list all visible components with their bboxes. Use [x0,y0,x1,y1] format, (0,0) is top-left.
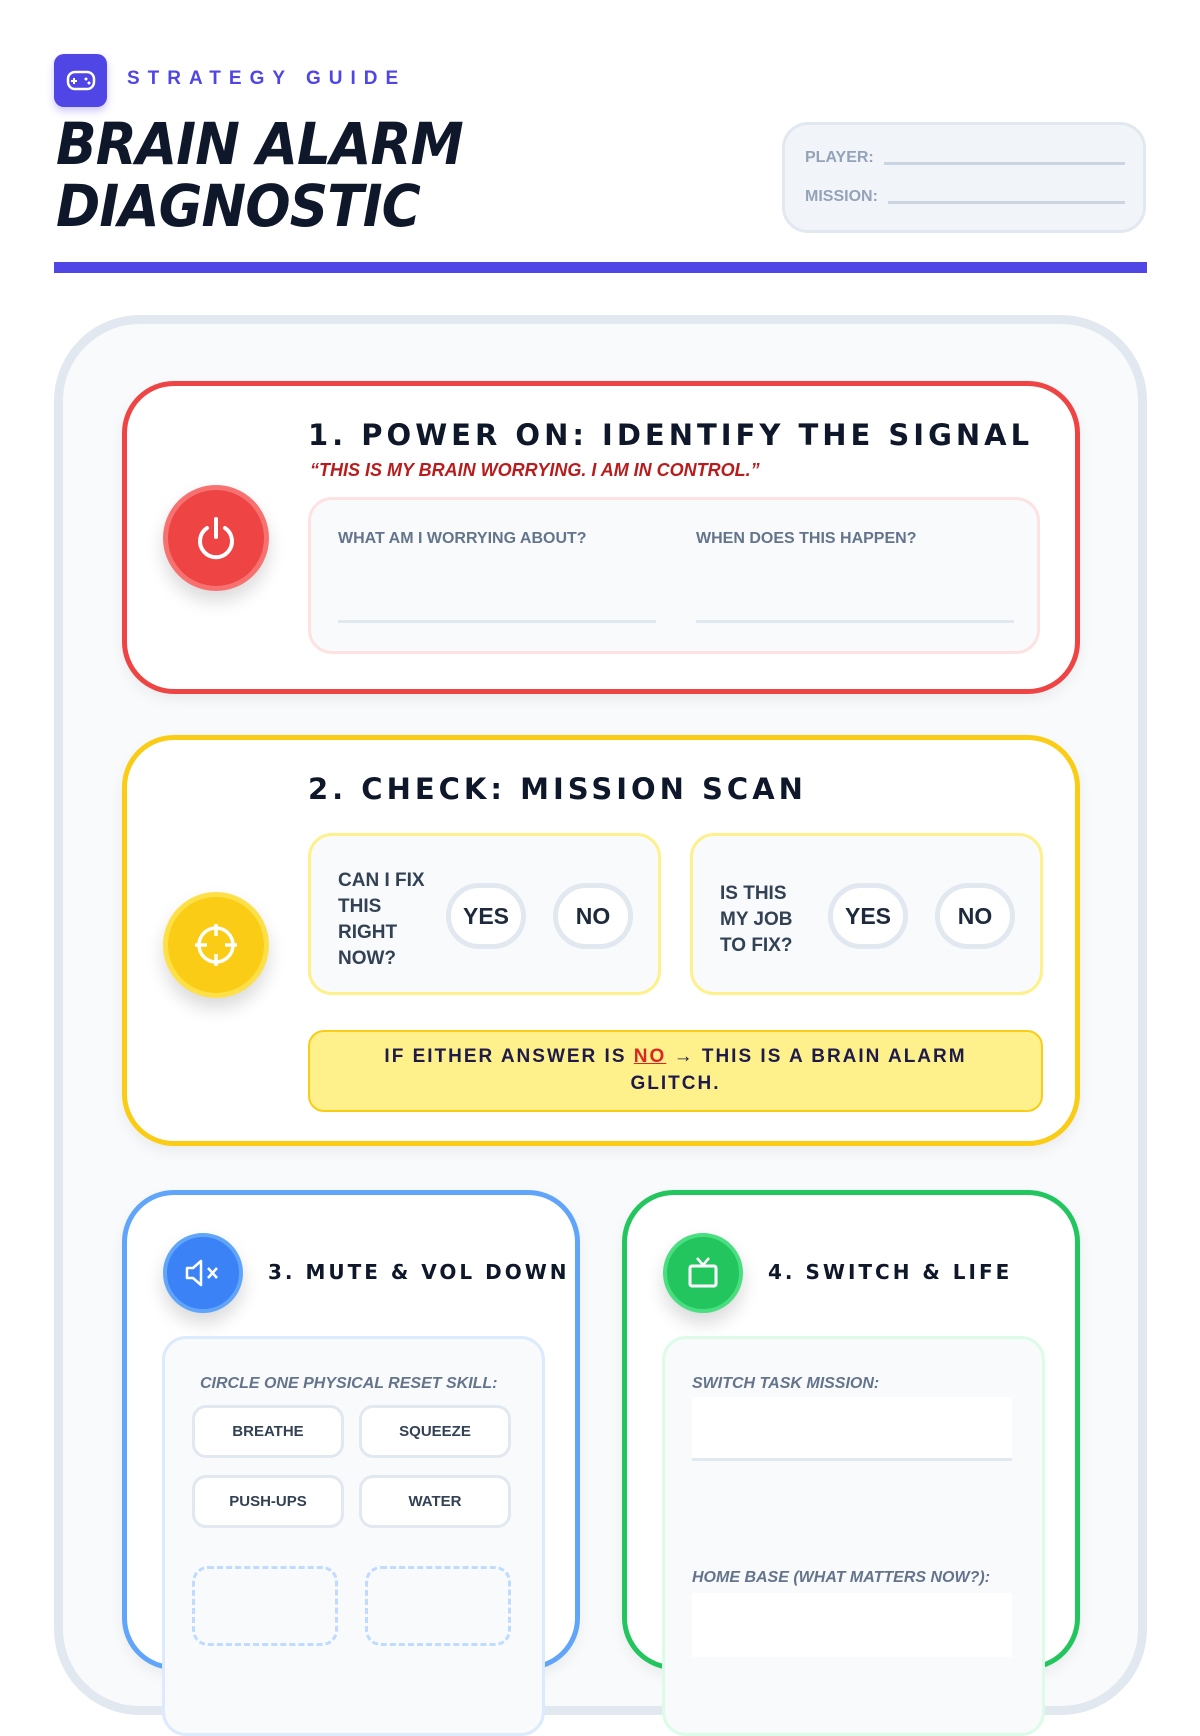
reset-skill-label: CIRCLE ONE PHYSICAL RESET SKILL: [200,1375,498,1392]
skill-squeeze[interactable]: SQUEEZE [359,1405,511,1458]
worry-label: WHAT AM I WORRYING ABOUT? [338,530,587,547]
step4-title: 4. SWITCH & LIFE [768,1260,1013,1284]
skill-breathe[interactable]: BREATHE [192,1405,344,1458]
switch-box: SWITCH TASK MISSION: HOME BASE (WHAT MAT… [662,1336,1045,1736]
when-input[interactable] [696,620,1014,623]
step3-title: 3. MUTE & VOL DOWN [268,1260,570,1284]
header-divider [54,262,1147,273]
reset-skill-box: CIRCLE ONE PHYSICAL RESET SKILL: BREATHE… [162,1336,545,1736]
question2-text: IS THIS MY JOB TO FIX? [720,883,793,956]
skill-push-ups[interactable]: PUSH-UPS [192,1475,344,1528]
player-info-box: PLAYER: MISSION: [782,122,1146,233]
crosshair-icon [163,892,269,998]
when-label: WHEN DOES THIS HAPPEN? [696,530,917,547]
step2-title: 2. CHECK: MISSION SCAN [308,772,807,806]
q2-no-button[interactable]: NO [935,883,1015,949]
switch-task-label: SWITCH TASK MISSION: [692,1375,880,1392]
step1-quote: “THIS IS MY BRAIN WORRYING. I AM IN CONT… [310,460,760,480]
player-field[interactable]: PLAYER: [805,149,1125,167]
switch-task-input[interactable] [692,1397,1012,1461]
mission-field[interactable]: MISSION: [805,188,1125,206]
home-base-input[interactable] [692,1593,1012,1657]
custom-skill-slot[interactable] [192,1566,338,1646]
step1-title: 1. POWER ON: IDENTIFY THE SIGNAL [308,418,1034,452]
step3-card: 3. MUTE & VOL DOWN CIRCLE ONE PHYSICAL R… [122,1190,580,1736]
banner-no-highlight: NO [633,1046,667,1067]
question2-box: IS THIS MY JOB TO FIX? YES NO [690,833,1043,995]
home-base-label: HOME BASE (WHAT MATTERS NOW?): [692,1569,991,1586]
q2-yes-button[interactable]: YES [828,883,908,949]
step4-card: 4. SWITCH & LIFE SWITCH TASK MISSION: HO… [622,1190,1080,1736]
skill-water[interactable]: WATER [359,1475,511,1528]
gamepad-logo-icon [54,54,107,107]
power-icon [163,485,269,591]
glitch-banner: IF EITHER ANSWER IS NO → THIS IS A BRAIN… [308,1030,1043,1112]
step2-card: 2. CHECK: MISSION SCAN CAN I FIX THIS RI… [122,735,1080,1146]
worry-input[interactable] [338,620,656,623]
q1-no-button[interactable]: NO [553,883,633,949]
kicker-label: STRATEGY GUIDE [127,68,407,89]
step1-card: 1. POWER ON: IDENTIFY THE SIGNAL “THIS I… [122,381,1080,694]
question1-box: CAN I FIX THIS RIGHT NOW? YES NO [308,833,661,995]
question1-text: CAN I FIX THIS RIGHT NOW? [338,870,425,969]
tv-icon [663,1233,743,1313]
mute-icon [163,1233,243,1313]
step1-input-box: WHAT AM I WORRYING ABOUT? WHEN DOES THIS… [308,497,1040,654]
q1-yes-button[interactable]: YES [446,883,526,949]
custom-skill-slot[interactable] [365,1566,511,1646]
